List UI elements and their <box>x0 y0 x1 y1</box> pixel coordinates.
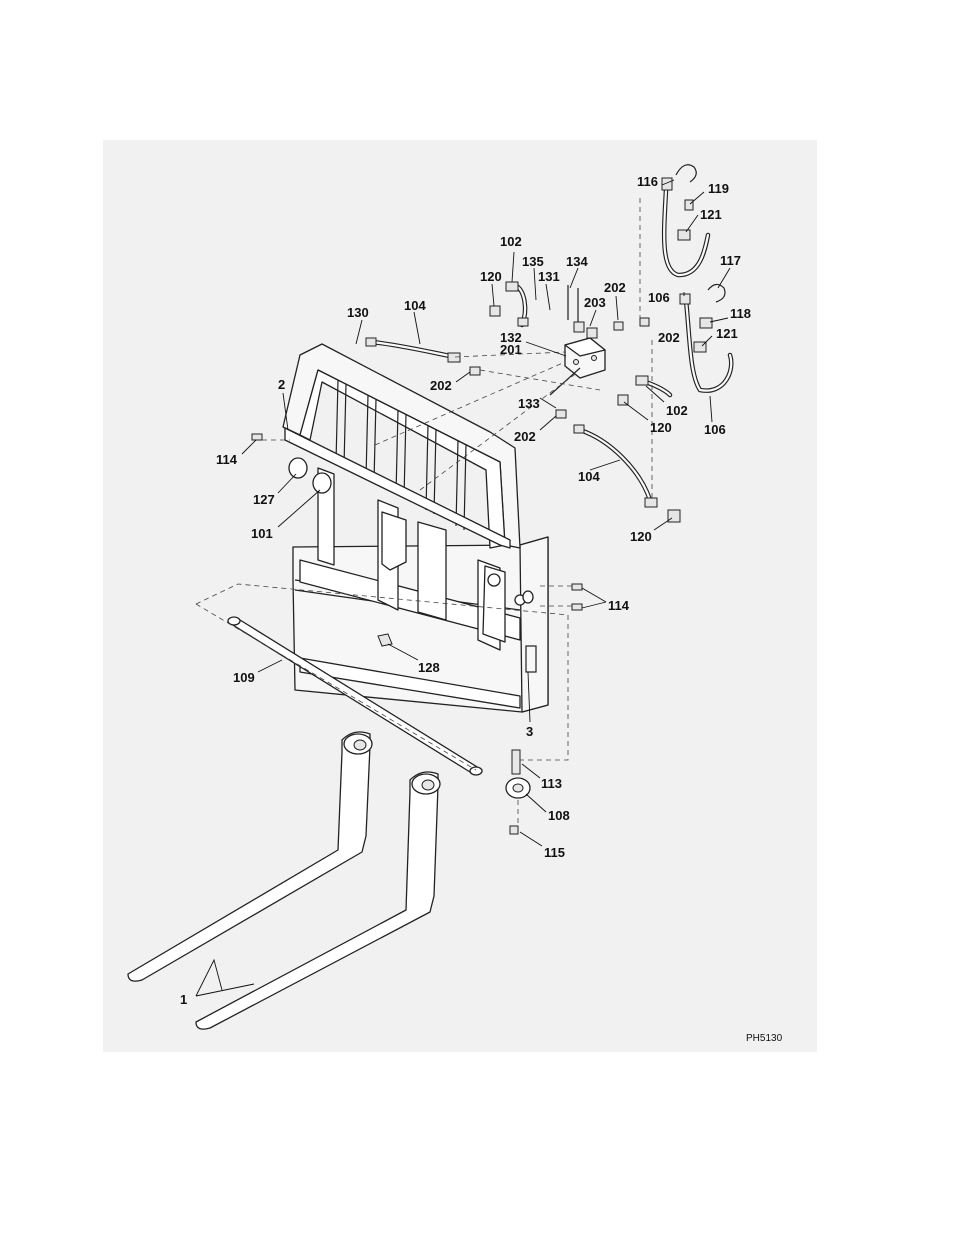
callout-118: 118 <box>730 306 751 321</box>
callout-108: 108 <box>548 808 570 823</box>
callout-132: 132 <box>500 330 522 345</box>
callout-106: 106 <box>648 290 670 305</box>
callout-113: 113 <box>541 776 562 791</box>
callout-102-b: 102 <box>666 403 688 418</box>
callout-203: 203 <box>584 295 606 310</box>
callout-121-b: 121 <box>716 326 738 341</box>
callout-104: 104 <box>404 298 426 313</box>
callout-117: 117 <box>720 253 741 268</box>
callout-120: 120 <box>480 269 502 284</box>
callout-131: 131 <box>538 269 560 284</box>
callout-202-d: 202 <box>514 429 536 444</box>
callout-114: 114 <box>216 452 238 467</box>
fork-shaft-and-hardware <box>227 433 583 835</box>
assembly-lines <box>195 198 653 826</box>
callout-130: 130 <box>347 305 369 320</box>
fork-carriage-frame <box>282 343 549 713</box>
callout-127: 127 <box>253 492 275 507</box>
callout-119: 119 <box>708 181 729 196</box>
callout-106-b: 106 <box>704 422 726 437</box>
callout-101: 101 <box>251 526 273 541</box>
callout-135: 135 <box>522 254 544 269</box>
callout-104-b: 104 <box>578 469 600 484</box>
callout-102: 102 <box>500 234 522 249</box>
callout-109: 109 <box>233 670 255 685</box>
callout-128: 128 <box>418 660 440 675</box>
callout-202-c: 202 <box>430 378 452 393</box>
callout-134: 134 <box>566 254 588 269</box>
leader-lines <box>195 179 731 997</box>
manifold-valve-block <box>564 337 606 379</box>
callout-133: 133 <box>518 396 540 411</box>
callout-121: 121 <box>700 207 722 222</box>
callout-120-b: 120 <box>650 420 672 435</box>
callout-2: 2 <box>278 377 285 392</box>
hydraulic-fittings <box>365 164 726 523</box>
callout-1: 1 <box>180 992 187 1007</box>
callout-3: 3 <box>526 724 533 739</box>
hydraulic-hoses <box>369 187 734 503</box>
callout-120-c: 120 <box>630 529 652 544</box>
pallet-forks <box>127 731 441 1030</box>
callout-202-b: 202 <box>658 330 680 345</box>
callout-115: 115 <box>544 845 565 860</box>
callout-labels: 116 119 121 102 135 134 131 120 117 202 … <box>180 174 751 1007</box>
drawing-number: PH5130 <box>746 1033 783 1044</box>
callout-116: 116 <box>637 174 658 189</box>
callout-202: 202 <box>604 280 626 295</box>
callout-114-b: 114 <box>608 598 630 613</box>
callout-201: 201 <box>500 342 522 357</box>
